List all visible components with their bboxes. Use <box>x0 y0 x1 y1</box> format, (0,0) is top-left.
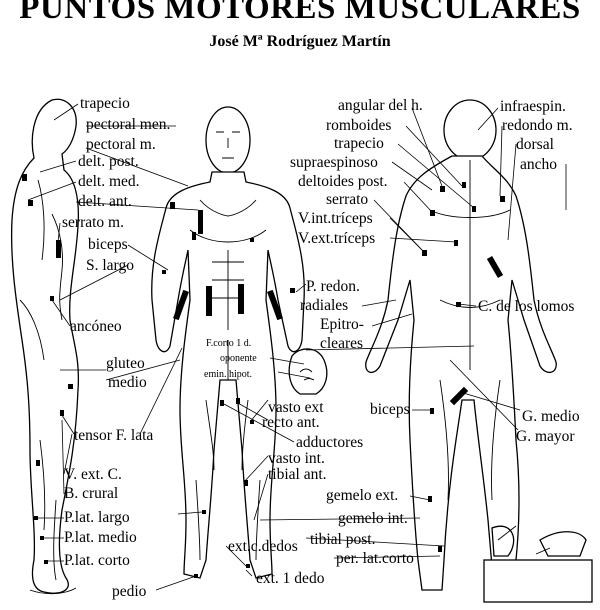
label-angular: angular del h. <box>338 97 423 114</box>
electrode-hand-inset <box>483 525 593 603</box>
label-plat-largo: P.lat. largo <box>64 509 130 526</box>
label-v-ext-c: V. ext. C. <box>64 466 122 483</box>
label-deltoides-post: deltoides post. <box>298 173 388 190</box>
label-pedio: pedio <box>112 583 147 600</box>
label-delt-post: delt. post. <box>78 153 139 170</box>
label-s-largo: S. largo <box>86 257 134 274</box>
label-g-medio: G. medio <box>522 408 580 425</box>
label-epitro: Epitro- <box>320 316 364 333</box>
label-v-int-triceps: V.int.tríceps <box>298 210 373 227</box>
label-ext-1-dedo: ext. 1 dedo <box>256 570 325 587</box>
label-trapecio-left: trapecio <box>80 95 130 112</box>
label-biceps-left: biceps <box>88 236 128 253</box>
label-cleares: cleares <box>320 335 363 352</box>
label-gemelo-int: gemelo int. <box>338 510 408 527</box>
label-infraespin: infraespin. <box>500 98 566 115</box>
label-ext-c-dedos: ext.c.dedos <box>228 538 298 555</box>
label-g-mayor: G. mayor <box>516 428 575 445</box>
label-delt-ant: delt. ant. <box>78 193 132 210</box>
label-gemelo-ext: gemelo ext. <box>326 487 398 504</box>
label-serrato-right: serrato <box>326 191 368 208</box>
label-recto-ant: recto ant. <box>262 414 320 431</box>
label-redondo: redondo m. <box>502 117 573 134</box>
side-view-figure <box>10 98 80 595</box>
leader-lines <box>27 103 567 591</box>
label-supraespinoso: supraespinoso <box>290 154 378 171</box>
label-oponente: oponente <box>220 353 257 364</box>
author-line: José Mª Rodríguez Martín <box>209 33 391 50</box>
label-c-lomos: C. de los lomos <box>478 298 574 315</box>
label-romboides: romboides <box>326 117 391 134</box>
label-tensor-f-lata: tensor F. lata <box>74 427 153 444</box>
label-dorsal: dorsal <box>516 136 554 153</box>
label-tibial-post: tibial post. <box>310 531 375 548</box>
label-adductores: adductores <box>296 434 363 451</box>
label-emin-hipot: emin. hipot. <box>204 369 252 380</box>
label-per-lat-corto: per. lat.corto <box>336 550 414 567</box>
label-b-crural: B. crural <box>64 485 118 502</box>
label-biceps-right: biceps <box>370 401 410 418</box>
label-delt-med: delt. med. <box>78 173 140 190</box>
label-radiales: radiales <box>300 297 348 314</box>
label-trapecio-right: trapecio <box>334 135 384 152</box>
label-pectoral-m: pectoral m. <box>86 136 156 153</box>
page-title: PUNTOS MOTORES MUSCULARES <box>19 0 581 26</box>
label-vasto-ext: vasto ext <box>268 399 324 416</box>
label-gluteo: gluteo <box>106 355 145 372</box>
label-f-corto: F.corto 1 d. <box>206 338 251 349</box>
label-pectoral-men: pectoral men. <box>86 116 170 133</box>
hand-inset <box>288 348 328 395</box>
label-vasto-int: vasto int. <box>268 450 325 467</box>
label-v-ext-triceps: V.ext.tríceps <box>298 230 375 247</box>
label-anconeo: ancóneo <box>70 318 122 335</box>
label-plat-corto: P.lat. corto <box>64 552 130 569</box>
label-serrato-m: serrato m. <box>62 214 124 231</box>
label-plat-medio: P.lat. medio <box>64 529 137 546</box>
label-ancho: ancho <box>520 156 557 173</box>
label-medio: medio <box>108 374 147 391</box>
label-p-redon: P. redon. <box>306 278 360 295</box>
muscle-labels: trapecio pectoral men. pectoral m. delt.… <box>62 95 580 600</box>
label-tibial-ant: tibial ant. <box>268 466 327 483</box>
